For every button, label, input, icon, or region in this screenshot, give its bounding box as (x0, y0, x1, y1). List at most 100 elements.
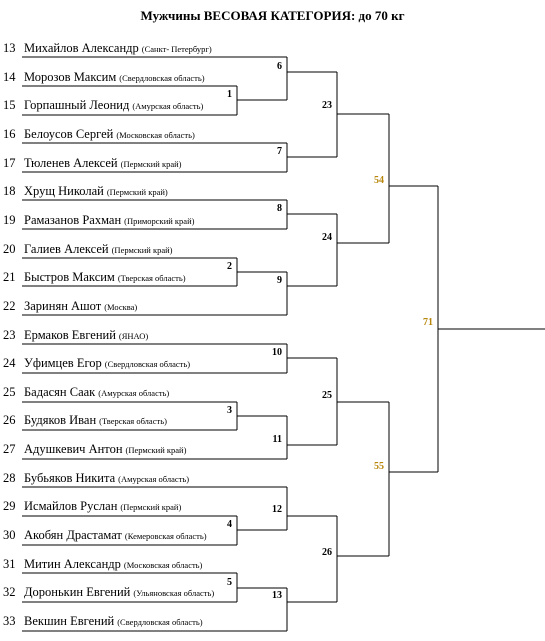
athlete-number: 18 (3, 184, 16, 198)
match-number-labels: 1 2 3 4 5 6 7 8 9 10 11 12 13 23 24 25 2… (227, 61, 433, 601)
athlete-entry: Доронькин Евгений(Ульяновская область) (24, 585, 214, 599)
athlete-entry: Митин Александр(Московская область) (24, 557, 203, 571)
match-number: 7 (277, 146, 282, 157)
athlete-region: (Пермский край) (120, 502, 181, 512)
athlete-name: Михайлов Александр (24, 41, 139, 55)
athlete-region: (Московская область) (124, 560, 203, 570)
athlete-entry: Акобян Драстамат(Кемеровская область) (24, 528, 207, 542)
match-number: 2 (227, 261, 232, 272)
athlete-region: (Москва) (104, 302, 137, 312)
athlete-number: 27 (3, 442, 16, 456)
athlete-region: (Тверская область) (99, 416, 167, 426)
match-number: 8 (277, 203, 282, 214)
athlete-entry: Галиев Алексей(Пермский край) (24, 242, 173, 256)
athlete-entry: Хрущ Николай(Пермский край) (24, 184, 168, 198)
athlete-region: (Пермский край) (126, 445, 187, 455)
athlete-entry: Тюленев Алексей(Пермский край) (24, 156, 182, 170)
athlete-number: 21 (3, 270, 16, 284)
athlete-number: 26 (3, 413, 16, 427)
athlete-number: 20 (3, 242, 16, 256)
athlete-region: (Кемеровская область) (125, 531, 207, 541)
athlete-number: 25 (3, 385, 16, 399)
athlete-name: Горпашный Леонид (24, 98, 130, 112)
athlete-number: 15 (3, 98, 16, 112)
athlete-number: 17 (3, 156, 16, 170)
match-number: 26 (322, 547, 332, 558)
athlete-name: Галиев Алексей (24, 242, 109, 256)
athlete-entry: Уфимцев Егор(Свердловская область) (24, 356, 190, 370)
athlete-entry: Бадасян Саак(Амурская область) (24, 385, 169, 399)
athlete-entry: Белоусов Сергей(Московская область) (24, 127, 195, 141)
athlete-region: (Свердловская область) (119, 73, 204, 83)
athlete-region: (Пермский край) (121, 159, 182, 169)
match-number: 13 (272, 590, 282, 601)
athlete-entry: Исмайлов Руслан(Пермский край) (24, 499, 181, 513)
athlete-entry: Горпашный Леонид(Амурская область) (24, 98, 203, 112)
athlete-entry: Морозов Максим(Свердловская область) (24, 70, 205, 84)
athlete-name: Бадасян Саак (24, 385, 96, 399)
athlete-number: 14 (3, 70, 16, 84)
athlete-number: 28 (3, 471, 16, 485)
match-number: 54 (374, 175, 384, 186)
match-number: 24 (322, 232, 332, 243)
athlete-entry: Быстров Максим(Тверская область) (24, 270, 186, 284)
athlete-number: 29 (3, 499, 16, 513)
athlete-name: Митин Александр (24, 557, 121, 571)
match-number: 71 (423, 317, 433, 328)
athlete-region: (Приморский край) (124, 216, 194, 226)
athlete-region: (Пермский край) (107, 187, 168, 197)
athlete-region: (Санкт- Петербург) (142, 44, 212, 54)
athlete-region: (Амурская область) (118, 474, 189, 484)
athlete-region: (Пермский край) (112, 245, 173, 255)
athlete-region: (Свердловская область) (117, 617, 202, 627)
match-number: 3 (227, 405, 232, 416)
athlete-number: 30 (3, 528, 16, 542)
athlete-entry: Бубьяков Никита(Амурская область) (24, 471, 189, 485)
athlete-region: (Ульяновская область) (133, 588, 214, 598)
athlete-region: (Тверская область) (118, 273, 186, 283)
athlete-entry: Будяков Иван(Тверская область) (24, 413, 167, 427)
athlete-name: Морозов Максим (24, 70, 116, 84)
athlete-name: Ермаков Евгений (24, 328, 116, 342)
match-number: 6 (277, 61, 282, 72)
athlete-name: Акобян Драстамат (24, 528, 122, 542)
athlete-name: Тюленев Алексей (24, 156, 118, 170)
athlete-number: 33 (3, 614, 16, 628)
athlete-name: Бубьяков Никита (24, 471, 116, 485)
athlete-name: Заринян Ашот (24, 299, 102, 313)
athlete-region: (ЯНАО) (119, 331, 148, 341)
athlete-number: 32 (3, 585, 16, 599)
athlete-name: Векшин Евгений (24, 614, 115, 628)
athlete-number: 19 (3, 213, 16, 227)
athlete-entry: Рамазанов Рахман(Приморский край) (24, 213, 195, 227)
match-number: 11 (273, 434, 282, 445)
match-number: 10 (272, 347, 282, 358)
match-number: 25 (322, 390, 332, 401)
athlete-entry: Адушкевич Антон(Пермский край) (24, 442, 187, 456)
athlete-region: (Амурская область) (132, 101, 203, 111)
athlete-number: 13 (3, 41, 16, 55)
match-number: 12 (272, 504, 282, 515)
athlete-region: (Свердловская область) (105, 359, 190, 369)
athlete-name: Исмайлов Руслан (24, 499, 118, 513)
athlete-list: 13 Михайлов Александр(Санкт- Петербург) 14… (3, 41, 214, 628)
match-number: 55 (374, 461, 384, 472)
athlete-number: 24 (3, 356, 16, 370)
athlete-name: Доронькин Евгений (24, 585, 131, 599)
athlete-number: 23 (3, 328, 16, 342)
athlete-name: Быстров Максим (24, 270, 115, 284)
match-number: 1 (227, 89, 232, 100)
athlete-name: Хрущ Николай (24, 184, 104, 198)
athlete-name: Адушкевич Антон (24, 442, 123, 456)
athlete-entry: Михайлов Александр(Санкт- Петербург) (24, 41, 212, 55)
match-number: 9 (277, 275, 282, 286)
match-number: 4 (227, 519, 232, 530)
match-number: 5 (227, 577, 232, 588)
athlete-region: (Амурская область) (98, 388, 169, 398)
athlete-entry: Заринян Ашот(Москва) (24, 299, 137, 313)
match-number: 23 (322, 100, 332, 111)
athlete-number: 22 (3, 299, 16, 313)
athlete-entry: Ермаков Евгений(ЯНАО) (24, 328, 148, 342)
athlete-name: Уфимцев Егор (24, 356, 102, 370)
